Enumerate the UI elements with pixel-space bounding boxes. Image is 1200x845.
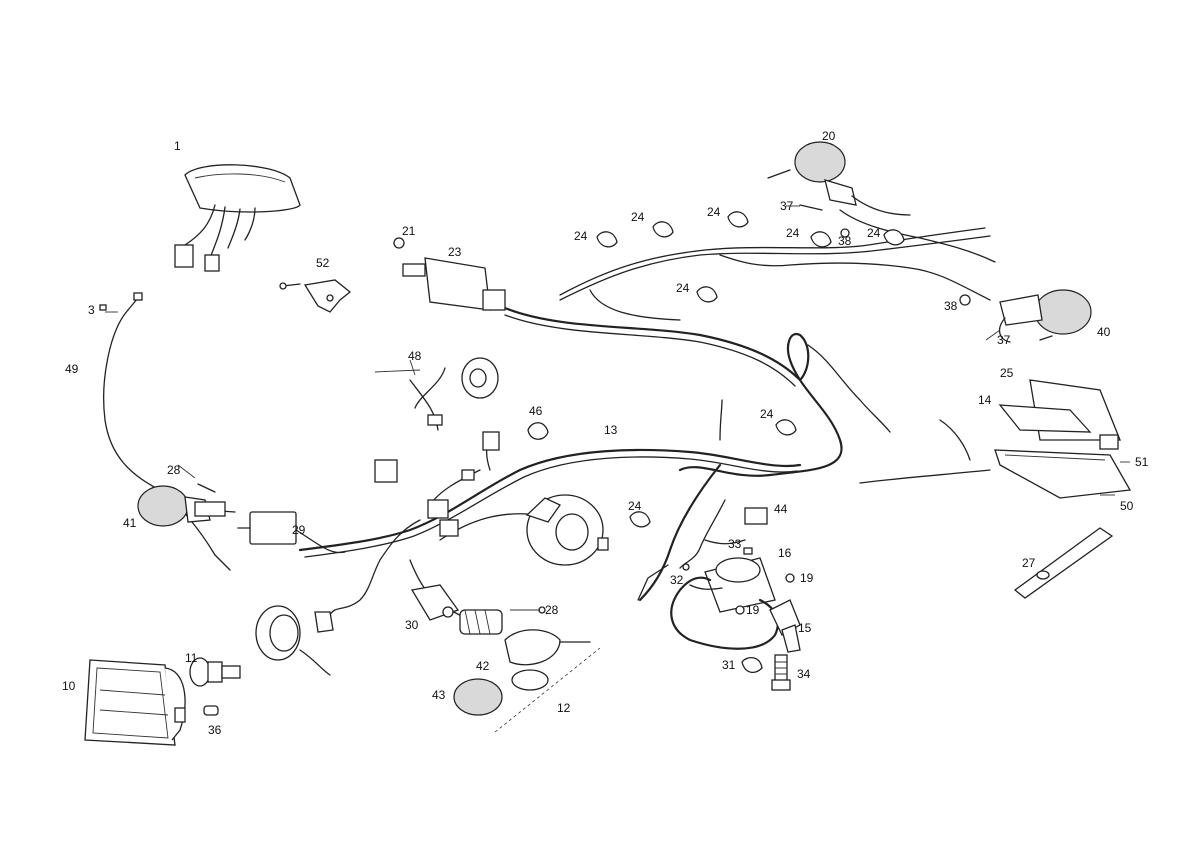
ignition-coil	[670, 557, 795, 650]
callout-33: 33	[728, 537, 742, 551]
leader-lines	[105, 205, 1130, 611]
callout-52: 52	[316, 256, 330, 270]
brake-switch	[410, 584, 460, 621]
callout-49: 49	[65, 362, 79, 376]
callout-34: 34	[797, 667, 811, 681]
callout-31: 31	[722, 658, 736, 672]
callout-11: 11	[185, 651, 198, 665]
callout-16: 16	[778, 546, 792, 560]
instrument-cluster	[174, 164, 301, 272]
right-indicator	[959, 289, 1092, 343]
spark-plug	[741, 654, 791, 691]
callout-20: 20	[822, 129, 836, 143]
callout-43: 43	[432, 688, 446, 702]
callout-24f: 24	[676, 281, 690, 295]
callout-32: 32	[670, 573, 684, 587]
callout-38a: 38	[838, 234, 852, 248]
callout-27: 27	[1022, 556, 1036, 570]
callout-13: 13	[604, 423, 618, 437]
callout-10: 10	[62, 679, 76, 693]
callout-24d: 24	[786, 226, 800, 240]
callout-46: 46	[529, 404, 543, 418]
callout-19a: 19	[800, 571, 814, 585]
callout-24g: 24	[760, 407, 774, 421]
callout-36: 36	[208, 723, 222, 737]
multi-connector	[374, 431, 500, 537]
callout-28a: 28	[167, 463, 181, 477]
callout-38b: 38	[944, 299, 958, 313]
callout-24b: 24	[631, 210, 645, 224]
callout-37b: 37	[997, 333, 1011, 347]
callout-15: 15	[798, 621, 812, 635]
left-front-indicator	[137, 483, 236, 527]
speedometer-cable	[99, 292, 231, 571]
callout-labels: 1 3 10 11 12 13 14 15 16 19 19 20 21 23 …	[62, 129, 1149, 737]
callout-50: 50	[1120, 499, 1134, 513]
headlamp-reflector	[255, 605, 334, 676]
callout-44: 44	[774, 502, 788, 516]
callout-40: 40	[1097, 325, 1111, 339]
handlebar-switch	[525, 494, 609, 566]
callout-1: 1	[174, 139, 181, 153]
ignition-connectors	[637, 499, 768, 601]
headlamp	[84, 659, 186, 746]
cable-clip	[527, 422, 549, 440]
callout-19b: 19	[746, 603, 760, 617]
callout-24h: 24	[628, 499, 642, 513]
horn	[374, 357, 499, 431]
callout-24c: 24	[707, 205, 721, 219]
main-wiring-harness	[298, 209, 996, 631]
callout-41: 41	[123, 516, 137, 530]
callout-30: 30	[405, 618, 419, 632]
callout-24e: 24	[867, 226, 881, 240]
callout-37a: 37	[780, 199, 794, 213]
spark-plug-cap	[769, 599, 801, 653]
callout-48: 48	[408, 349, 422, 363]
battery-strap	[1013, 527, 1114, 599]
callout-21: 21	[402, 224, 416, 238]
upper-indicator	[767, 141, 911, 238]
callout-42: 42	[476, 659, 490, 673]
cable-ties	[596, 211, 905, 528]
parking-bulb	[203, 705, 219, 716]
callout-24a: 24	[574, 229, 588, 243]
callout-14: 14	[978, 393, 992, 407]
flasher-relay	[237, 511, 346, 554]
callout-23: 23	[448, 245, 462, 259]
rear-indicator	[453, 606, 601, 733]
callout-25: 25	[1000, 366, 1014, 380]
cdi-unit	[859, 379, 1132, 499]
callout-12: 12	[557, 701, 571, 715]
callout-28b: 28	[545, 603, 559, 617]
callout-29: 29	[292, 523, 306, 537]
bracket	[279, 279, 352, 313]
headlamp-bulb	[189, 657, 241, 687]
callout-51: 51	[1135, 455, 1149, 469]
callout-3: 3	[88, 303, 95, 317]
voltage-regulator	[393, 237, 506, 311]
